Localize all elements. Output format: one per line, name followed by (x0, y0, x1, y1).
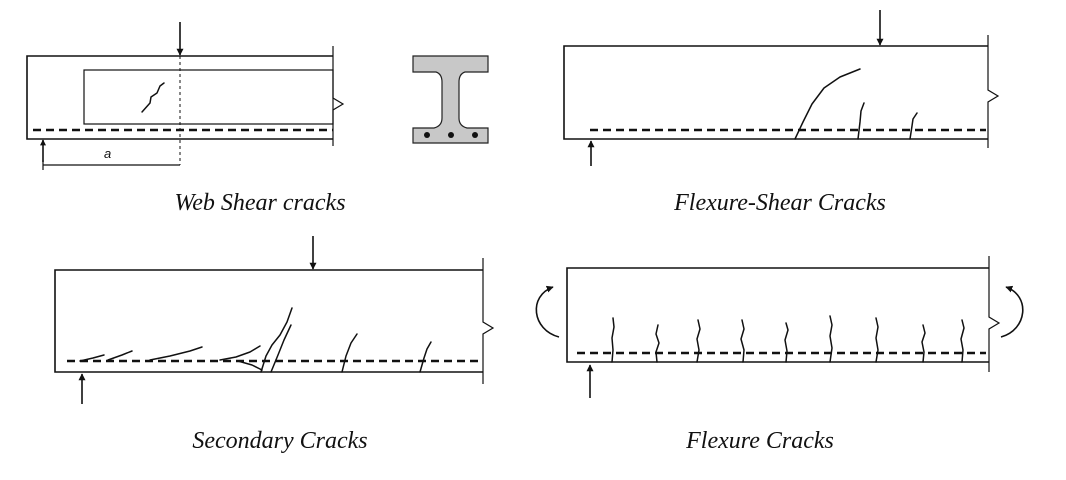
caption-flexure: Flexure Cracks (686, 428, 834, 454)
flexure-crack (740, 319, 745, 363)
flexure-crack (419, 341, 432, 373)
flexure-crack (696, 319, 701, 363)
secondary-crack (149, 346, 203, 361)
flexure-shear-crack (270, 324, 292, 373)
moment-arrow-right (1000, 285, 1024, 338)
i-beam-section (412, 55, 489, 144)
flexure-crack (829, 315, 833, 363)
secondary-crack (219, 345, 261, 361)
flexure-beam (535, 256, 1024, 398)
secondary-beam (54, 236, 495, 404)
flexure-crack (611, 317, 615, 363)
flexure-crack (875, 317, 879, 363)
flexure-shear-beam (563, 10, 1000, 166)
flexure-shear-crack (260, 307, 293, 373)
flexure-crack (857, 102, 865, 140)
flexure-crack (655, 324, 660, 363)
flexure-crack (341, 333, 358, 373)
caption-web-shear: Web Shear cracks (174, 190, 346, 216)
moment-arrow-left (535, 285, 560, 338)
secondary-crack (107, 350, 133, 361)
flexure-crack (909, 112, 918, 140)
web-shear-beam: a (26, 22, 345, 170)
web-shear-crack (141, 82, 165, 113)
flexure-crack (960, 319, 965, 363)
secondary-crack (79, 354, 105, 362)
flexure-crack (921, 324, 926, 363)
flexure-crack (784, 322, 789, 363)
dimension-label-a: a (104, 146, 111, 161)
flexure-shear-crack (794, 68, 861, 140)
caption-secondary: Secondary Cracks (192, 428, 368, 454)
caption-flexure-shear: Flexure-Shear Cracks (674, 190, 886, 216)
secondary-crack (237, 360, 263, 371)
